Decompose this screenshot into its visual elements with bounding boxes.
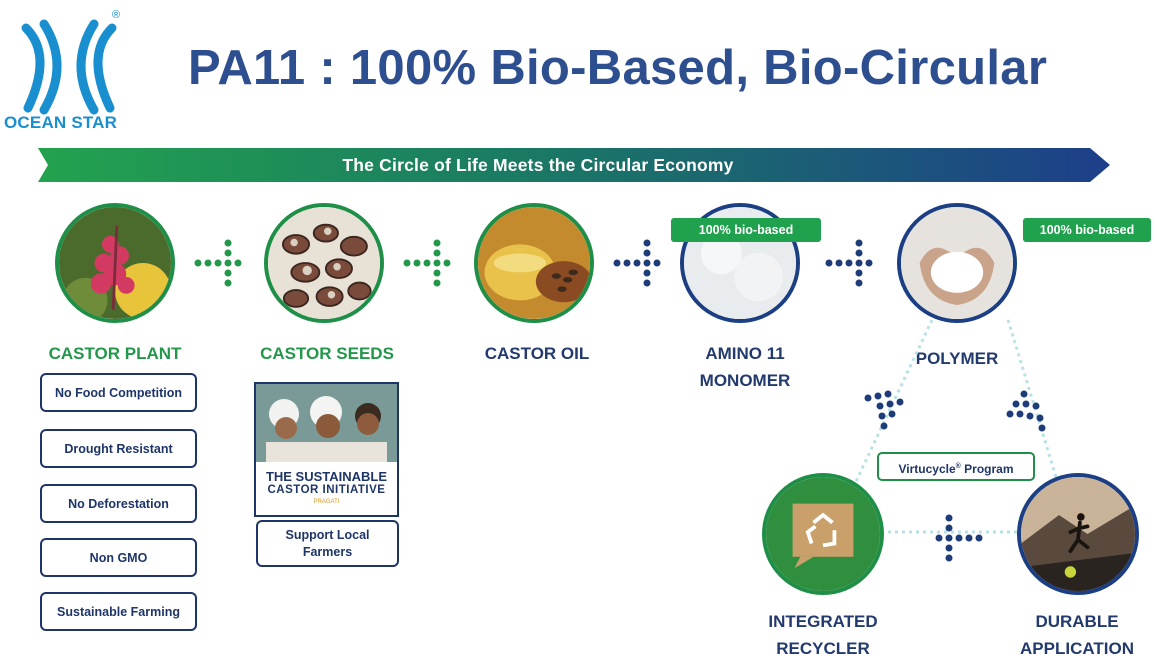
connector-arrow-to-recycler-bottom: [928, 513, 984, 563]
support-line2: Farmers: [285, 544, 369, 561]
integrated-recycler-image: [762, 473, 884, 595]
integrated-recycler-label: INTEGRATED RECYCLER: [728, 608, 918, 662]
connector-arrow-to-recycler: [860, 388, 910, 438]
durable-label-line1: DURABLE: [982, 608, 1157, 635]
program-name: Virtucycle: [898, 462, 955, 476]
attribute-box: Sustainable Farming: [40, 592, 197, 631]
virtucycle-program-badge: Virtucycle® Program: [877, 452, 1035, 481]
registered-mark: ®: [112, 9, 120, 21]
recycler-label-line2: RECYCLER: [728, 635, 918, 662]
initiative-line2: CASTOR INITIATIVE: [256, 484, 397, 496]
recycler-label-line1: INTEGRATED: [728, 608, 918, 635]
connector-arrow-to-durable: [1002, 388, 1052, 438]
durable-label-line2: APPLICATION: [982, 635, 1157, 662]
attribute-label: No Deforestation: [68, 497, 169, 511]
support-line1: Support Local: [285, 527, 369, 544]
sustainable-castor-initiative-card: THE SUSTAINABLE CASTOR INITIATIVE PRAGAT…: [254, 382, 399, 517]
initiative-line3: PRAGATI: [256, 499, 397, 505]
program-suffix: Program: [961, 462, 1014, 476]
farmers-photo: [256, 384, 397, 462]
connector-arrow-1: [193, 238, 249, 288]
bio-based-badge-polymer: 100% bio-based: [1023, 218, 1151, 242]
castor-oil-label: CASTOR OIL: [442, 340, 632, 367]
castor-plant-label: CASTOR PLANT: [20, 340, 210, 367]
durable-application-image: [1017, 473, 1139, 595]
bio-based-badge-amino: 100% bio-based: [671, 218, 821, 242]
attribute-box: Non GMO: [40, 538, 197, 577]
attribute-label: Drought Resistant: [64, 442, 172, 456]
banner-text: The Circle of Life Meets the Circular Ec…: [38, 148, 1038, 182]
castor-oil-image: [474, 203, 594, 323]
connector-arrow-2: [402, 238, 458, 288]
durable-application-label: DURABLE APPLICATION: [982, 608, 1157, 662]
page-title: PA11 : 100% Bio-Based, Bio-Circular: [188, 40, 1047, 96]
attribute-label: No Food Competition: [55, 386, 182, 400]
attribute-box: No Deforestation: [40, 484, 197, 523]
castor-seeds-image: [264, 203, 384, 323]
support-local-farmers-box: Support Local Farmers: [256, 520, 399, 567]
attribute-label: Sustainable Farming: [57, 605, 180, 619]
connector-arrow-4: [824, 238, 880, 288]
attribute-box: No Food Competition: [40, 373, 197, 412]
logo-text: OCEAN STAR: [4, 113, 134, 133]
connector-arrow-3: [612, 238, 668, 288]
attribute-label: Non GMO: [90, 551, 148, 565]
initiative-line1: THE SUSTAINABLE: [256, 469, 397, 484]
attribute-box: Drought Resistant: [40, 429, 197, 468]
castor-plant-image: [55, 203, 175, 323]
castor-seeds-label: CASTOR SEEDS: [232, 340, 422, 367]
